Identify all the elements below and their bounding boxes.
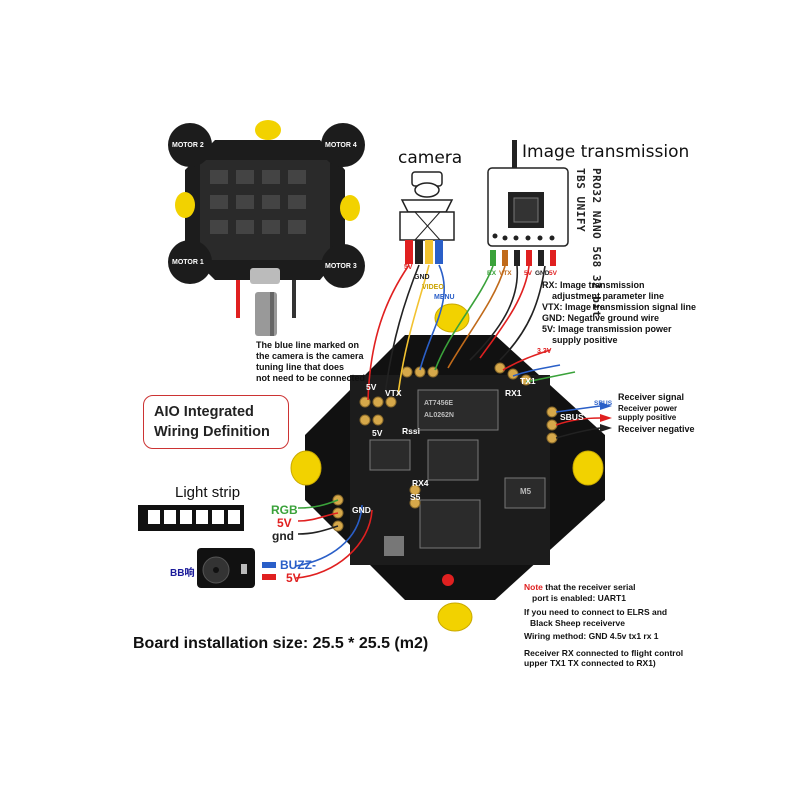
pad-label-tx1: TX1: [520, 376, 536, 386]
blue-line-note: The blue line marked on the camera is th…: [256, 340, 365, 384]
vtx-pin-label: GND: [535, 270, 550, 277]
buzzer-label: BB响: [170, 568, 195, 579]
vtx-pin-label: VTX: [499, 270, 512, 277]
note-line: supply positive: [552, 335, 618, 345]
led-strip: [138, 505, 244, 531]
chip-mark: AT7456E: [424, 400, 454, 407]
battery-lead-red: [236, 280, 240, 318]
receiver-negative-label: Receiver negative: [618, 424, 695, 434]
pad-label-rssi: Rssi: [402, 426, 420, 436]
pad-label-5v-lower: 5V: [372, 428, 383, 438]
vtx-pin-label: RX: [487, 270, 497, 277]
camera-pin-label: 5V: [404, 264, 413, 271]
note-line: Receiver RX connected to flight control: [524, 647, 684, 658]
note-line: adjustment parameter line: [552, 291, 665, 301]
note-line: Wiring method: GND 4.5v tx1 rx 1: [524, 631, 659, 641]
note-line: the camera is the camera: [256, 351, 364, 361]
note-line: VTX: Image transmission signal line: [542, 302, 697, 312]
led-rgb-label: RGB: [271, 503, 298, 517]
chip-mark: AL0262N: [424, 412, 454, 419]
note-line: supply positive: [618, 413, 677, 422]
led-5v-label: 5V: [277, 516, 292, 530]
receiver-signal-label: Receiver signal: [618, 392, 685, 402]
light-strip-label: Light strip: [175, 484, 241, 501]
aio-title-line: AIO Integrated: [154, 404, 254, 420]
vtx-module: [487, 140, 569, 247]
pad-label-5v: 5V: [366, 382, 377, 392]
motor-label: MOTOR 4: [325, 142, 357, 149]
receiver-power-label: Receiver power supply positive: [618, 404, 677, 422]
pad-label-rx1: RX1: [505, 388, 522, 398]
vtx-pin-notes: RX: Image transmission adjustment parame…: [542, 280, 696, 346]
note-line: not need to be connected: [256, 373, 366, 383]
flight-controller-board: [290, 303, 605, 632]
note-line: GND: Negative ground wire: [542, 313, 660, 323]
board-size-caption: Board installation size: 25.5 * 25.5 (m2…: [133, 635, 429, 652]
vtx-model-line2: PRO32 NANO 5G8 32 bit: [590, 168, 603, 318]
aio-title-line: Wiring Definition: [154, 424, 270, 440]
motor-label: MOTOR 3: [325, 263, 357, 270]
gyro-chip: [369, 439, 411, 471]
camera-pin-label: MENU: [434, 294, 455, 301]
note-text: that the receiver serial: [542, 582, 636, 592]
aio-title-box: AIO Integrated Wiring Definition: [143, 395, 289, 449]
note-word: Note: [524, 582, 543, 592]
chip-mark: M5: [520, 487, 532, 496]
buzzer-buzz-label: BUZZ-: [280, 558, 316, 572]
wires: [295, 264, 601, 579]
note-line: 5V: Image transmission power: [542, 324, 672, 334]
receiver-note-block: Note that the receiver serial port is en…: [524, 582, 683, 669]
motor-3-circle: [321, 244, 365, 288]
buzzer: [197, 548, 255, 588]
pad-label-vtx: VTX: [385, 388, 402, 398]
note-line: Receiver power: [618, 404, 678, 413]
camera-pin-label: GND: [414, 274, 430, 281]
buzzer-5v-label: 5V: [286, 571, 301, 585]
note-line: The blue line marked on: [256, 340, 360, 350]
receiver-sbus-label: SBUS: [594, 400, 613, 407]
vtx-model-line1: TBS UNIFY: [574, 168, 587, 233]
image-transmission-label: Image transmission: [522, 142, 690, 162]
pad-label-sbus: SBUS: [560, 412, 584, 422]
osd-chip: [417, 389, 499, 431]
camera-pin-label: VIDEO: [422, 284, 444, 291]
led-gnd-label: gnd: [272, 529, 294, 543]
note-line: upper TX1 TX connected to RX1): [524, 658, 656, 668]
mcu-chip: [419, 499, 481, 549]
pad-label-3v3: 3.3V: [537, 348, 552, 355]
motor-2-circle: [168, 123, 212, 167]
note-line: port is enabled: UART1: [532, 592, 626, 603]
vtx-pin-label: 5V: [524, 270, 532, 277]
motor-1-circle: [168, 240, 212, 284]
vtx-pin-label: 5V: [549, 270, 557, 277]
esc-board: [175, 120, 360, 284]
pad-label-rx4: RX4: [412, 478, 429, 488]
pad-label-gnd: GND: [352, 505, 371, 515]
camera-device: [399, 171, 455, 241]
motor-4-circle: [321, 123, 365, 167]
motor-label: MOTOR 1: [172, 259, 204, 266]
camera-label: camera: [398, 148, 463, 168]
note-line: tuning line that does: [256, 362, 344, 372]
note-line: If you need to connect to ELRS and: [524, 607, 668, 617]
battery-lead-black: [292, 280, 296, 318]
note-line: Black Sheep receiverve: [530, 617, 625, 628]
note-line: RX: Image transmission: [542, 280, 645, 290]
receiver-arrows: [600, 402, 612, 432]
pad-label-s5: S5: [410, 492, 421, 502]
motor-label: MOTOR 2: [172, 142, 204, 149]
